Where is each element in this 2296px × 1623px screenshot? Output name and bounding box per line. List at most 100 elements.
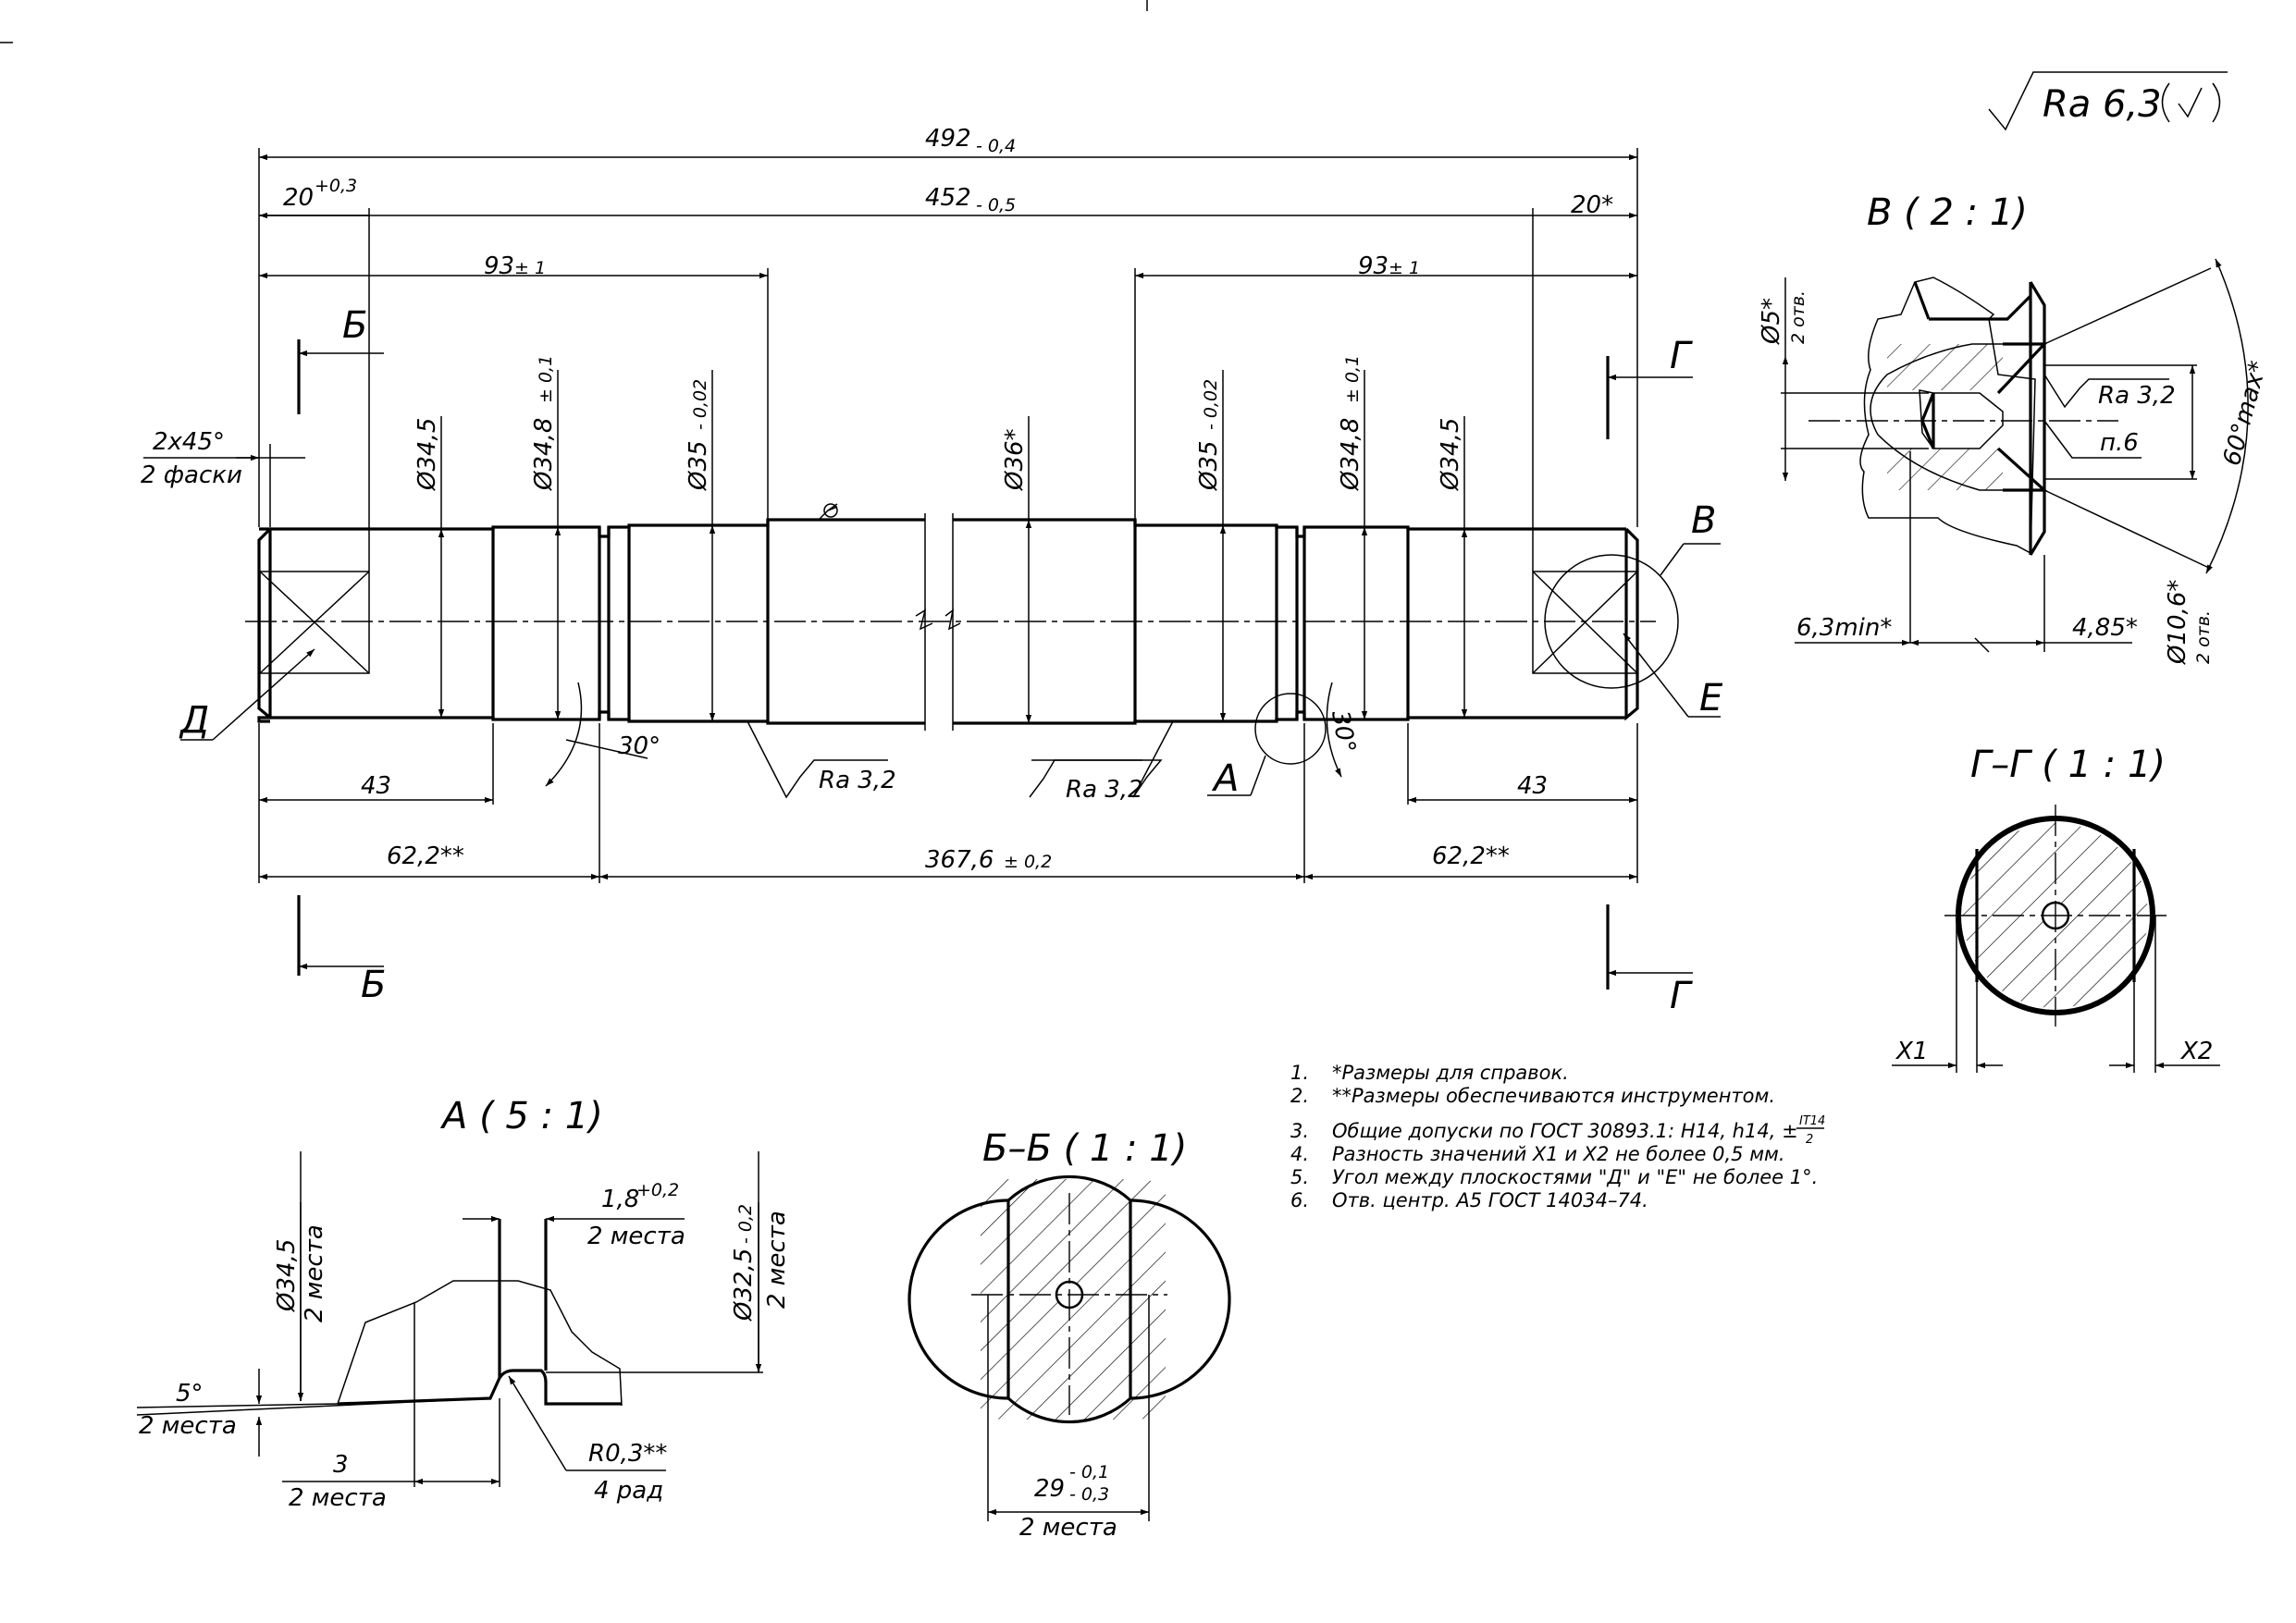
cut-label-b-bottom: Б [361,964,386,1006]
dim-d36: Ø36* [1001,428,1029,491]
dim-chamfer-note: 2 фаски [141,461,242,489]
detail-v-holes2: 2 отв. [2193,610,2214,664]
note-3-num: 3. [1290,1120,1309,1142]
label-view-v: В [1691,499,1716,542]
surface-mark [818,503,838,521]
general-roughness-label: Ra 6,3 [2043,83,2162,126]
dim-right-end: 20* [1571,191,1613,219]
note-3-frac-num: IT14 [1799,1114,1825,1128]
detail-v-depth: 6,3min* [1796,614,1892,642]
general-roughness-symbol: Ra 6,3 [1988,71,2228,131]
dim-inner: 452 [925,184,971,212]
section-b-tol-lower: - 0,3 [1069,1484,1109,1505]
dimension-lines-top [258,148,1638,572]
dim-d34-8-left-tol: ± 0,1 [536,355,556,403]
cut-label-g-bottom: Г [1670,975,1693,1017]
note-5-num: 5. [1290,1166,1309,1188]
dim-len43-left: 43 [361,772,391,800]
detail-callouts [180,543,1721,796]
dim-d35-left-tol: - 0,02 [690,379,710,430]
dim-d35-right-tol: - 0,02 [1201,379,1221,430]
dim-chamfer: 2x45° [153,428,225,456]
section-b-tol-upper: - 0,1 [1069,1462,1109,1482]
section-b-title: Б–Б ( 1 : 1) [982,1127,1187,1170]
detail-v-d5: Ø5* [1758,298,1785,345]
roughness-leaders [747,720,1174,799]
dim-left-93: 93 [484,252,514,280]
detail-v-len: 4,85* [2072,614,2138,642]
label-view-a: А [1211,757,1239,800]
dim-d34-8-right: Ø34,8 [1337,418,1364,491]
dim-d34-8-left: Ø34,8 [530,418,558,491]
shaft-main-view [245,513,1656,731]
detail-v-d10-6: Ø10,6* [2164,580,2191,665]
note-3-text: Общие допуски по ГОСТ 30893.1: H14, h14,… [1332,1120,1798,1142]
detail-v-title: В ( 2 : 1) [1867,191,2028,234]
detail-a-groove: 1,8 [601,1186,639,1213]
detail-a-title: А ( 5 : 1) [439,1095,603,1137]
detail-a-places1: 2 места [301,1224,328,1322]
frame-marks [0,0,1148,43]
section-g-x2: X2 [2179,1038,2213,1065]
dim-d34-5-left: Ø34,5 [414,418,441,491]
dim-d35-right: Ø35 [1195,440,1223,491]
dim-left-end-tol: +0,3 [315,176,357,196]
note-2-num: 2. [1290,1085,1309,1107]
section-b-width: 29 [1034,1475,1065,1503]
dim-angle30-left: 30° [618,732,660,760]
dim-len43-right: 43 [1517,772,1548,800]
detail-a-places3: 2 места [763,1211,791,1309]
technical-notes: 1. *Размеры для справок. 2. **Размеры об… [1290,1062,1825,1211]
dim-left-93-tol: ± 1 [514,258,546,278]
detail-a-places4: 2 места [139,1412,237,1440]
dim-inner-tol: - 0,5 [976,195,1016,215]
detail-a-drawing [136,1151,763,1487]
detail-v-drawing [1781,258,2249,653]
note-4-num: 4. [1290,1143,1309,1165]
ra32-left: Ra 3,2 [819,767,896,794]
detail-a-d34-5: Ø34,5 [273,1239,301,1312]
cut-label-b-top: Б [342,304,367,347]
diameter-dims [438,370,1468,723]
dim-left-end: 20 [283,184,314,212]
detail-a-d32-5: Ø32,5 [730,1248,758,1322]
dim-d35-left: Ø35 [685,440,712,491]
dim-len62-right: 62,2** [1432,842,1510,870]
detail-v-holes: 2 отв. [1788,290,1808,344]
note-2-text: **Размеры обеспечиваются инструментом. [1332,1085,1775,1107]
dim-d34-8-right-tol: ± 0,1 [1342,355,1363,403]
note-3-frac-den: 2 [1806,1133,1813,1147]
detail-a-radius: R0,3** [588,1440,667,1468]
dim-overall-tol: - 0,4 [976,136,1016,156]
cut-label-g-top: Г [1670,335,1693,377]
dim-len62-left: 62,2** [387,842,464,870]
section-g-title: Г–Г ( 1 : 1) [1970,744,2166,786]
label-plane-d: Д [179,699,209,742]
detail-v-ra: Ra 3,2 [2098,382,2176,410]
section-b-places: 2 места [1019,1514,1117,1542]
note-5-text: Угол между плоскостями "Д" и "Е" не боле… [1332,1166,1818,1188]
note-6-num: 6. [1290,1189,1309,1211]
detail-v-angle: 60°max* [2218,358,2273,469]
detail-a-len3: 3 [333,1451,349,1479]
dim-d34-5-right: Ø34,5 [1437,418,1464,491]
detail-v-ref: п.6 [2100,429,2139,457]
dim-overall: 492 [925,125,971,153]
label-plane-e: Е [1699,677,1723,719]
cut-plane-b [297,339,1693,990]
detail-a-angle5: 5° [176,1380,204,1408]
section-b-drawing [907,1174,1231,1521]
detail-a-places5: 2 места [289,1484,387,1512]
note-1-num: 1. [1290,1062,1309,1084]
ra32-right: Ra 3,2 [1066,776,1143,804]
dim-len367-tol: ± 0,2 [1004,852,1052,872]
detail-a-groove-tol: +0,2 [636,1180,679,1200]
dim-right-93-tol: ± 1 [1389,258,1420,278]
note-1-text: *Размеры для справок. [1332,1062,1569,1084]
note-6-text: Отв. центр. А5 ГОСТ 14034–74. [1332,1189,1648,1211]
detail-a-d32-5-tol: - 0,2 [735,1204,756,1244]
chamfer-leader [143,444,305,527]
section-g-x1: X1 [1895,1038,1928,1065]
detail-a-places2: 2 места [587,1223,685,1250]
